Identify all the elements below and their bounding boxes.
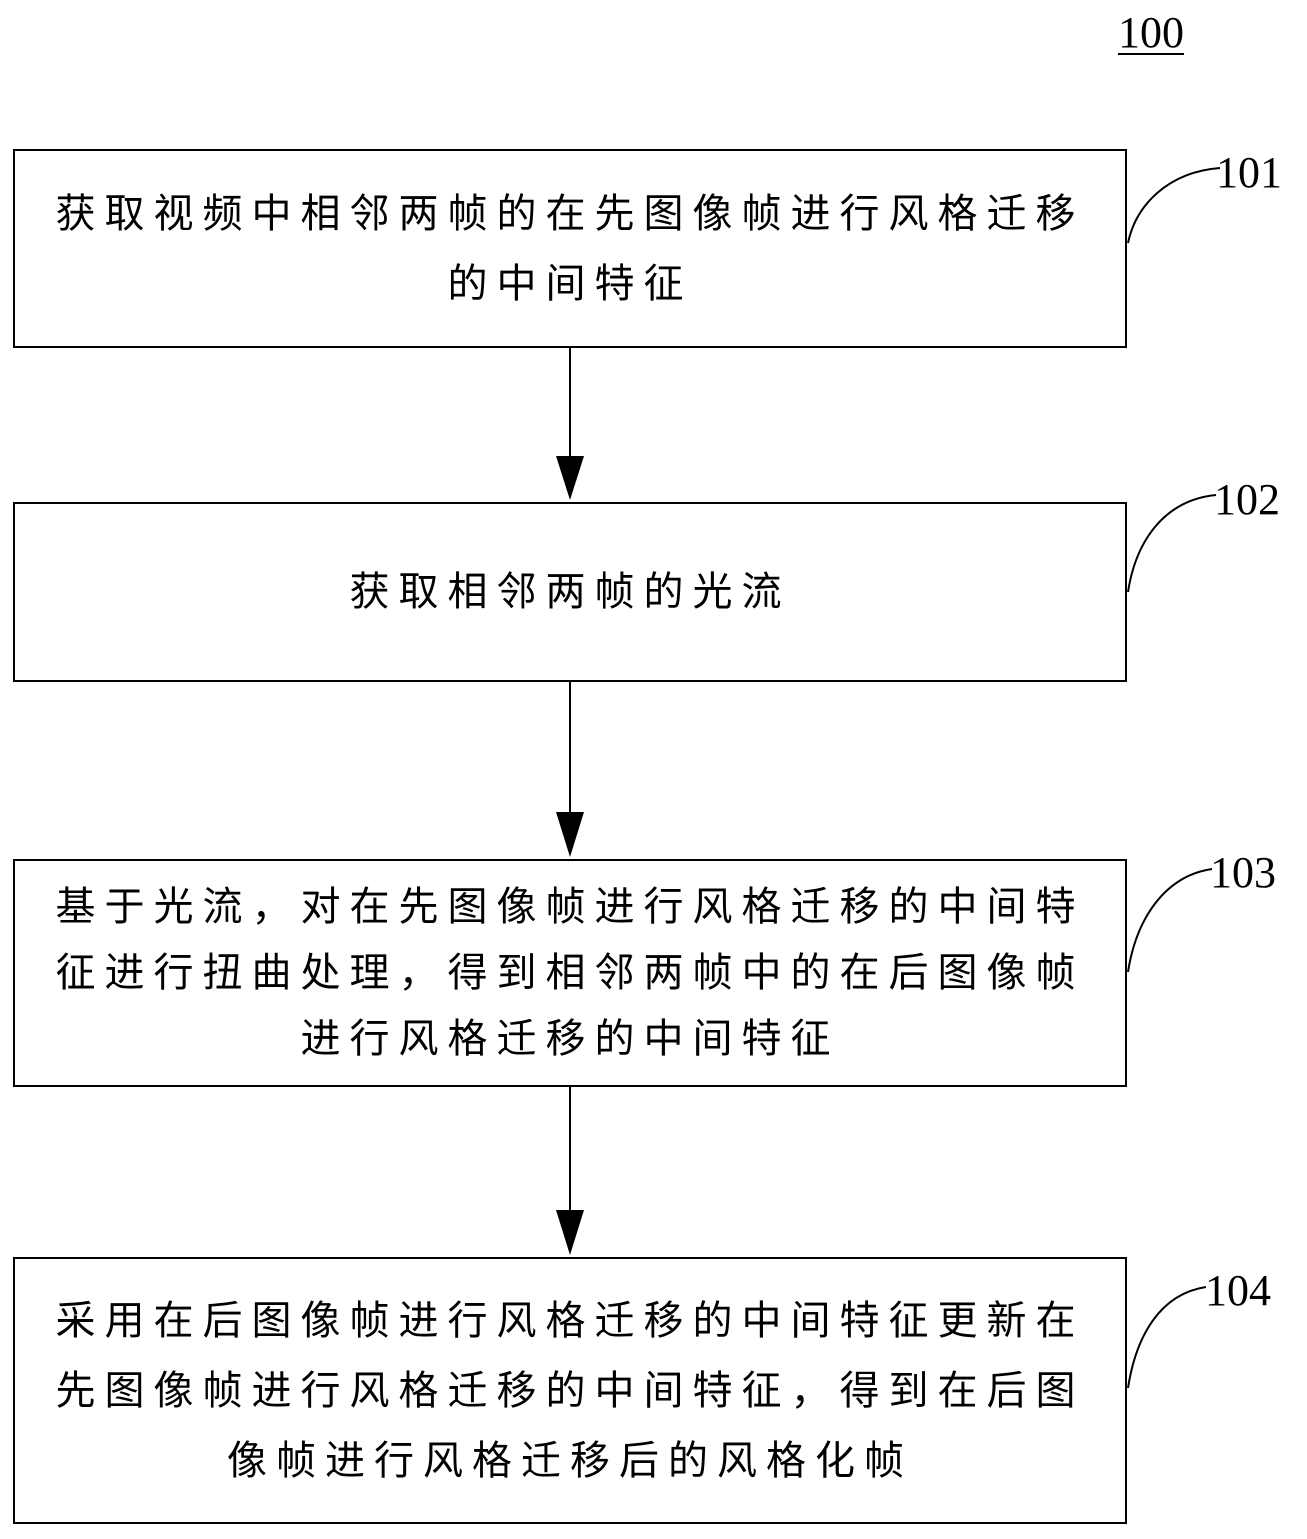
leader-line-103 <box>1127 868 1213 973</box>
flow-arrow-103-to-104 <box>556 1087 584 1255</box>
step-text-102: 获取相邻两帧的光流 <box>349 569 791 615</box>
figure-number: 100 <box>1118 8 1184 57</box>
flow-arrow-101-to-102 <box>556 348 584 500</box>
step-text-101: 获取视频中相邻两帧的在先图像帧进行风格迁移的中间特征 <box>55 190 1085 307</box>
step-ref-label-101: 101 <box>1216 148 1282 197</box>
step-text-104: 采用在后图像帧进行风格迁移的中间特征更新在先图像帧进行风格迁移的中间特征，得到在… <box>55 1297 1085 1484</box>
step-text-103: 基于光流，对在先图像帧进行风格迁移的中间特征进行扭曲处理，得到相邻两帧中的在后图… <box>55 884 1085 1062</box>
step-box-103: 基于光流，对在先图像帧进行风格迁移的中间特征进行扭曲处理，得到相邻两帧中的在后图… <box>13 859 1127 1087</box>
step-ref-label-103: 103 <box>1210 848 1276 897</box>
leader-line-104 <box>1127 1286 1207 1389</box>
leader-line-101 <box>1127 167 1221 244</box>
flow-arrow-102-to-103 <box>556 682 584 857</box>
step-box-104: 采用在后图像帧进行风格迁移的中间特征更新在先图像帧进行风格迁移的中间特征，得到在… <box>13 1257 1127 1524</box>
leader-line-102 <box>1127 494 1217 593</box>
step-ref-label-102: 102 <box>1214 475 1280 524</box>
step-box-102: 获取相邻两帧的光流 <box>13 502 1127 682</box>
step-ref-label-104: 104 <box>1205 1266 1271 1315</box>
step-box-101: 获取视频中相邻两帧的在先图像帧进行风格迁移的中间特征 <box>13 149 1127 348</box>
